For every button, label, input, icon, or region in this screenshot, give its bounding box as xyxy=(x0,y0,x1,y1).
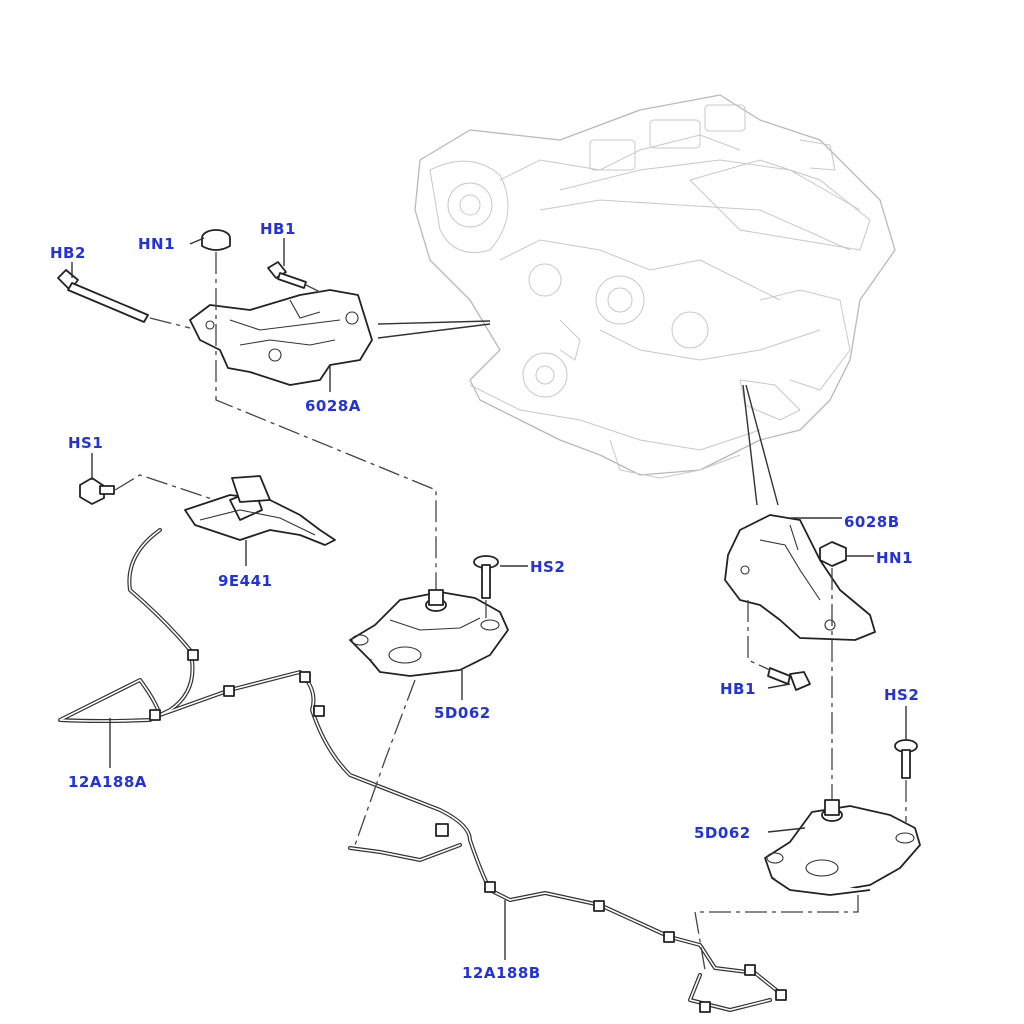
callout-hb1-left: HB1 xyxy=(260,220,296,238)
connector-9e441 xyxy=(184,475,336,546)
bolt-hs2-right xyxy=(894,739,918,779)
callout-5d062-left: 5D062 xyxy=(434,704,491,722)
bolt-hs2-left xyxy=(473,555,499,599)
nut-hn1-right xyxy=(819,541,847,567)
callout-6028b: 6028B xyxy=(844,513,900,531)
callout-hn1-left: HN1 xyxy=(138,235,175,253)
bolt-hb1-left xyxy=(267,261,307,289)
harness-12a188 xyxy=(58,528,787,1013)
engine-block xyxy=(414,94,896,479)
callout-6028a: 6028A xyxy=(305,397,361,415)
engine-mount-right xyxy=(764,799,921,896)
callout-hb1-right: HB1 xyxy=(720,680,756,698)
callout-hs2-left: HS2 xyxy=(530,558,565,576)
engine-mount-bracket-right xyxy=(724,514,876,641)
callout-hs1: HS1 xyxy=(68,434,103,452)
callout-hn1-right: HN1 xyxy=(876,549,913,567)
engine-mount-bracket-left xyxy=(189,289,373,386)
engine-mount-left xyxy=(349,589,509,677)
callout-hs2-right: HS2 xyxy=(884,686,919,704)
bolt-hs1 xyxy=(79,477,115,505)
callout-hb2: HB2 xyxy=(50,244,86,262)
callout-12a188b: 12A188B xyxy=(462,964,541,982)
nut-hn1-left xyxy=(201,229,231,251)
bolt-hb2 xyxy=(57,269,149,323)
callout-12a188a: 12A188A xyxy=(68,773,147,791)
callout-9e441: 9E441 xyxy=(218,572,273,590)
callout-5d062-right: 5D062 xyxy=(694,824,751,842)
